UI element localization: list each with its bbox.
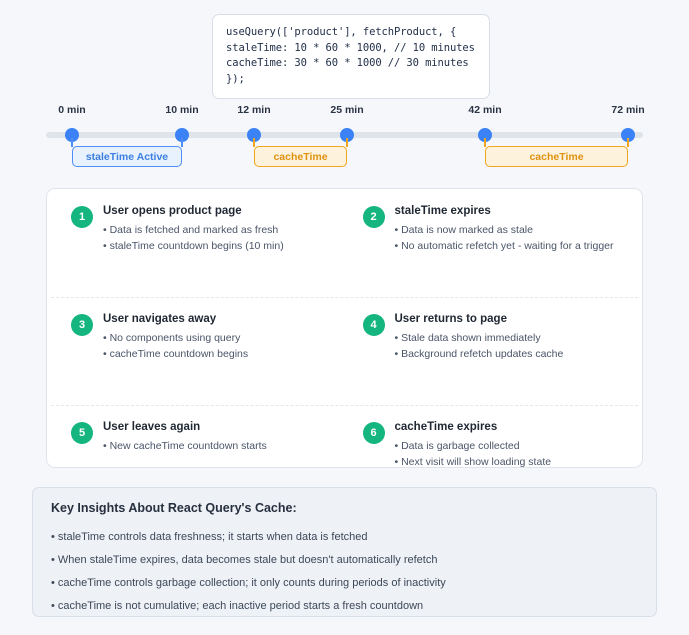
range-end-tick xyxy=(181,138,183,147)
step-bullet: • Stale data shown immediately xyxy=(394,332,541,344)
range-end-tick xyxy=(346,138,348,147)
range-end-tick xyxy=(253,138,255,147)
step-bullet: • Next visit will show loading state xyxy=(394,456,552,468)
step-number-badge: 4 xyxy=(362,314,385,336)
step-item-5: 5 User leaves again • New cacheTime coun… xyxy=(53,421,345,503)
key-insight-item: • When staleTime expires, data becomes s… xyxy=(51,554,438,566)
timeline-tick-label: 0 min xyxy=(58,104,86,116)
key-insights-panel: Key Insights About React Query's Cache: … xyxy=(32,487,657,617)
step-row: 5 User leaves again • New cacheTime coun… xyxy=(51,405,638,503)
code-line: staleTime: 10 * 60 * 1000, // 10 minutes xyxy=(226,41,475,54)
lifecycle-steps-card: 1 User opens product page • Data is fetc… xyxy=(46,188,643,468)
step-title: User leaves again xyxy=(103,421,201,433)
range-end-tick xyxy=(484,138,486,147)
timeline-marker-dot xyxy=(247,128,261,142)
range-badge-cachetime: cacheTime xyxy=(254,146,347,167)
key-insight-item: • staleTime controls data freshness; it … xyxy=(51,531,368,543)
code-line: }); xyxy=(226,72,245,85)
step-bullet: • Data is garbage collected xyxy=(394,440,520,452)
step-row: 3 User navigates away • No components us… xyxy=(51,297,638,395)
timeline-marker-dot xyxy=(621,128,635,142)
step-content: staleTime expires • Data is now marked a… xyxy=(395,205,625,254)
step-title: User returns to page xyxy=(394,313,507,325)
step-content: User opens product page • Data is fetche… xyxy=(103,205,333,254)
step-bullet: • New cacheTime countdown starts xyxy=(103,440,267,452)
timeline-marker-dot xyxy=(65,128,79,142)
step-bullet: • Data is fetched and marked as fresh xyxy=(103,224,279,236)
code-line: useQuery(['product'], fetchProduct, { xyxy=(226,26,457,38)
step-number-badge: 1 xyxy=(71,206,93,228)
timeline-tick-label: 42 min xyxy=(468,104,502,116)
key-insights-title: Key Insights About React Query's Cache: xyxy=(51,501,297,515)
step-bullet: • staleTime countdown begins (10 min) xyxy=(103,240,284,252)
range-badge-staletime: staleTime Active xyxy=(72,146,182,167)
timeline-tick-label: 12 min xyxy=(237,104,271,116)
step-title: cacheTime expires xyxy=(394,421,498,433)
step-title: User opens product page xyxy=(103,205,242,217)
step-content: User navigates away • No components usin… xyxy=(103,313,333,362)
cache-timeline: 0 min 10 min 12 min 25 min 42 min 72 min… xyxy=(0,104,689,178)
step-item-2: 2 staleTime expires • Data is now marked… xyxy=(345,205,637,287)
step-number-badge: 6 xyxy=(362,422,385,444)
step-content: cacheTime expires • Data is garbage coll… xyxy=(395,421,625,470)
step-item-6: 6 cacheTime expires • Data is garbage co… xyxy=(345,421,637,503)
range-end-tick xyxy=(71,138,73,147)
step-bullet: • No components using query xyxy=(103,332,241,344)
step-bullet: • Background refetch updates cache xyxy=(394,348,564,360)
timeline-marker-dot xyxy=(340,128,354,142)
range-end-tick xyxy=(627,138,629,147)
step-title: staleTime expires xyxy=(394,205,491,217)
code-line: cacheTime: 30 * 60 * 1000 // 30 minutes xyxy=(226,57,469,69)
timeline-tick-label: 25 min xyxy=(330,104,364,116)
step-bullet: • cacheTime countdown begins xyxy=(103,348,249,360)
range-badge-cachetime: cacheTime xyxy=(485,146,628,167)
step-number-badge: 2 xyxy=(362,206,385,228)
key-insight-item: • cacheTime is not cumulative; each inac… xyxy=(51,600,424,612)
timeline-tick-label: 72 min xyxy=(611,104,645,116)
step-row: 1 User opens product page • Data is fetc… xyxy=(51,205,638,287)
step-content: User returns to page • Stale data shown … xyxy=(395,313,625,362)
step-number-badge: 5 xyxy=(71,422,93,444)
timeline-marker-dot xyxy=(175,128,189,142)
step-number-badge: 3 xyxy=(71,314,93,336)
step-bullet: • Data is now marked as stale xyxy=(394,224,533,236)
step-item-1: 1 User opens product page • Data is fetc… xyxy=(53,205,345,287)
step-content: User leaves again • New cacheTime countd… xyxy=(103,421,333,454)
key-insight-item: • cacheTime controls garbage collection;… xyxy=(51,577,446,589)
code-block: useQuery(['product'], fetchProduct, { st… xyxy=(212,14,490,99)
step-title: User navigates away xyxy=(103,313,217,325)
step-item-4: 4 User returns to page • Stale data show… xyxy=(345,313,637,395)
timeline-tick-label: 10 min xyxy=(165,104,199,116)
step-bullet: • No automatic refetch yet - waiting for… xyxy=(394,240,614,252)
timeline-marker-dot xyxy=(478,128,492,142)
step-item-3: 3 User navigates away • No components us… xyxy=(53,313,345,395)
